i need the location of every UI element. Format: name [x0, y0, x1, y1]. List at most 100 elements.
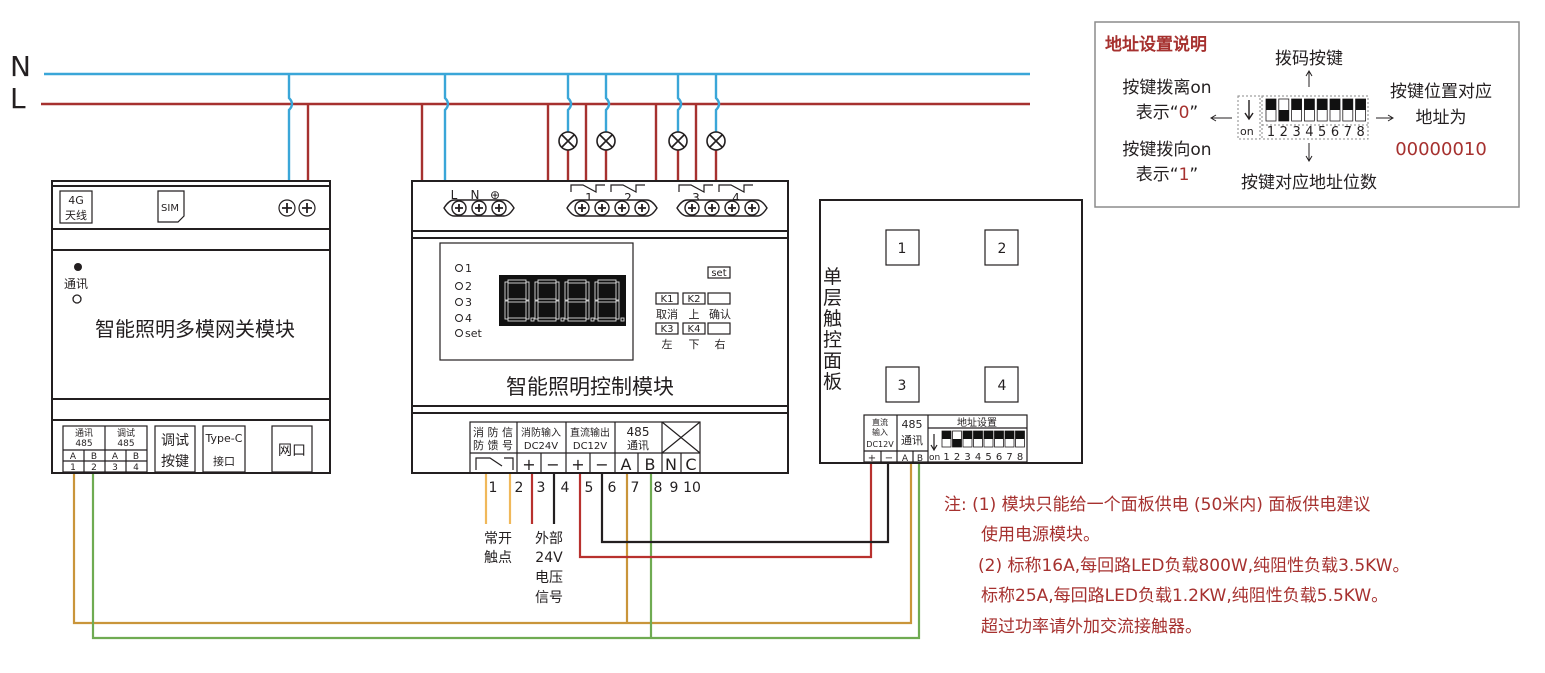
- svg-text:L: L: [451, 188, 458, 202]
- dip-switch-3[interactable]: 3: [1291, 98, 1302, 140]
- title-char: 板: [823, 371, 842, 393]
- key-right[interactable]: [707, 322, 731, 335]
- dip-number: 3: [1292, 125, 1300, 140]
- dip-number: 2: [954, 452, 960, 463]
- svg-text:接口: 接口: [213, 455, 235, 468]
- terminal-strip: [443, 199, 515, 217]
- svg-text:4: 4: [133, 463, 139, 473]
- panel-button-2[interactable]: 2: [984, 229, 1019, 266]
- led-label: 4: [465, 312, 472, 325]
- power-terminals: L N ⊕: [451, 188, 500, 202]
- legend-on-line: 表示“1”: [1136, 165, 1198, 185]
- dip-switch-7[interactable]: 7: [1004, 430, 1015, 463]
- svg-text:DC12V: DC12V: [866, 440, 894, 449]
- dip-switch-2[interactable]: 2: [952, 430, 962, 463]
- dip-number: 4: [975, 452, 981, 463]
- svg-text:防 馈 号: 防 馈 号: [473, 438, 513, 452]
- svg-text:K2: K2: [688, 294, 701, 305]
- dip-switch-8[interactable]: 8: [1355, 98, 1366, 140]
- no-contact-icon: [475, 457, 514, 470]
- svg-text:+: +: [571, 455, 584, 474]
- led-label: 2: [465, 280, 472, 293]
- panel-button-1[interactable]: 1: [885, 229, 920, 266]
- led-indicator: set: [455, 327, 482, 340]
- terminal-numbers: 1 2 3 4 5 6 7 8 9 10: [489, 480, 701, 496]
- dip-switch-1[interactable]: 1: [1265, 98, 1277, 140]
- screw-icon: [724, 200, 740, 216]
- key-k1[interactable]: K1: [655, 292, 679, 305]
- arrow-down-icon: [1305, 143, 1313, 162]
- svg-text:Type-C: Type-C: [205, 432, 243, 445]
- screw-icon: [704, 200, 720, 216]
- dip-switch-5[interactable]: 5: [1316, 98, 1328, 140]
- led-label: 1: [465, 262, 472, 275]
- screw-icon: [574, 200, 590, 216]
- svg-text:输入: 输入: [872, 427, 888, 437]
- panel-button-3[interactable]: 3: [885, 366, 920, 403]
- svg-text:−: −: [546, 455, 559, 474]
- svg-text:K3: K3: [661, 324, 674, 335]
- svg-text:4: 4: [732, 191, 740, 205]
- key-k2[interactable]: K2: [682, 292, 706, 305]
- power-bus: N L: [10, 50, 1030, 115]
- note-line: 标称25A,每回路LED负载1.2KW,纯阻性负载5.5KW。: [981, 586, 1388, 606]
- svg-text:A: A: [902, 454, 909, 464]
- key-confirm[interactable]: [707, 292, 731, 305]
- dip-switch-2[interactable]: 2: [1278, 98, 1290, 140]
- note-line: 使用电源模块。: [981, 524, 1100, 545]
- dip-number: 5: [1318, 125, 1326, 140]
- arrow-down-icon: [1244, 100, 1254, 121]
- title-char: 触: [823, 308, 842, 330]
- debug-key[interactable]: 调试 按键: [154, 425, 196, 473]
- svg-text:B: B: [133, 452, 139, 462]
- svg-text:5: 5: [585, 480, 594, 496]
- dip-number: 7: [1344, 125, 1352, 140]
- led-label: 3: [465, 296, 472, 309]
- key-set[interactable]: set: [707, 266, 731, 279]
- key-k4[interactable]: K4: [682, 322, 706, 335]
- svg-text:485: 485: [627, 425, 650, 439]
- led-label: set: [465, 327, 482, 340]
- lamp-icon: [706, 131, 726, 151]
- dip-switch-8[interactable]: 8: [1015, 430, 1025, 463]
- svg-text:触点: 触点: [484, 550, 512, 566]
- dip-switch-6[interactable]: 6: [994, 430, 1004, 463]
- svg-text:1: 1: [489, 480, 498, 496]
- digit: [534, 279, 565, 322]
- dip-number: 6: [1331, 125, 1339, 140]
- key-k3[interactable]: K3: [655, 322, 679, 335]
- ethernet-port[interactable]: 网口: [271, 425, 313, 473]
- svg-text:调试: 调试: [161, 433, 189, 449]
- dip-number: 8: [1017, 452, 1023, 463]
- svg-text:DC24V: DC24V: [524, 441, 558, 452]
- bus-l-label: L: [10, 82, 26, 115]
- svg-text:24V: 24V: [535, 550, 563, 566]
- gateway-module[interactable]: 4G 天线 SIM 通讯 智能照明多模网关模块 通讯 485 调试 485 A: [51, 180, 331, 474]
- dip-switch-1[interactable]: 1: [941, 430, 952, 463]
- svg-text:6: 6: [608, 480, 617, 496]
- bus-n-label: N: [10, 50, 31, 83]
- svg-text:N: N: [665, 455, 677, 474]
- dip-switch-4[interactable]: 4: [973, 430, 983, 463]
- controller-power-drops: [420, 74, 450, 180]
- panel-button-4[interactable]: 4: [984, 366, 1019, 403]
- svg-text:外部: 外部: [535, 531, 563, 547]
- led-indicator: 2: [455, 280, 472, 293]
- dip-switch-5[interactable]: 5: [983, 430, 994, 463]
- svg-text:+: +: [868, 453, 876, 464]
- dip-switch-3[interactable]: 3: [962, 430, 973, 463]
- lamp-icon: [668, 131, 688, 151]
- svg-text:on: on: [929, 453, 940, 463]
- dip-switch-4[interactable]: 4: [1304, 98, 1315, 140]
- dip-switch-6[interactable]: 6: [1329, 98, 1341, 140]
- dip-number: 2: [1280, 125, 1288, 140]
- dip-switch-7[interactable]: 7: [1342, 98, 1354, 140]
- typec-port[interactable]: Type-C 接口: [202, 425, 246, 473]
- gateway-title: 智能照明多模网关模块: [95, 317, 295, 341]
